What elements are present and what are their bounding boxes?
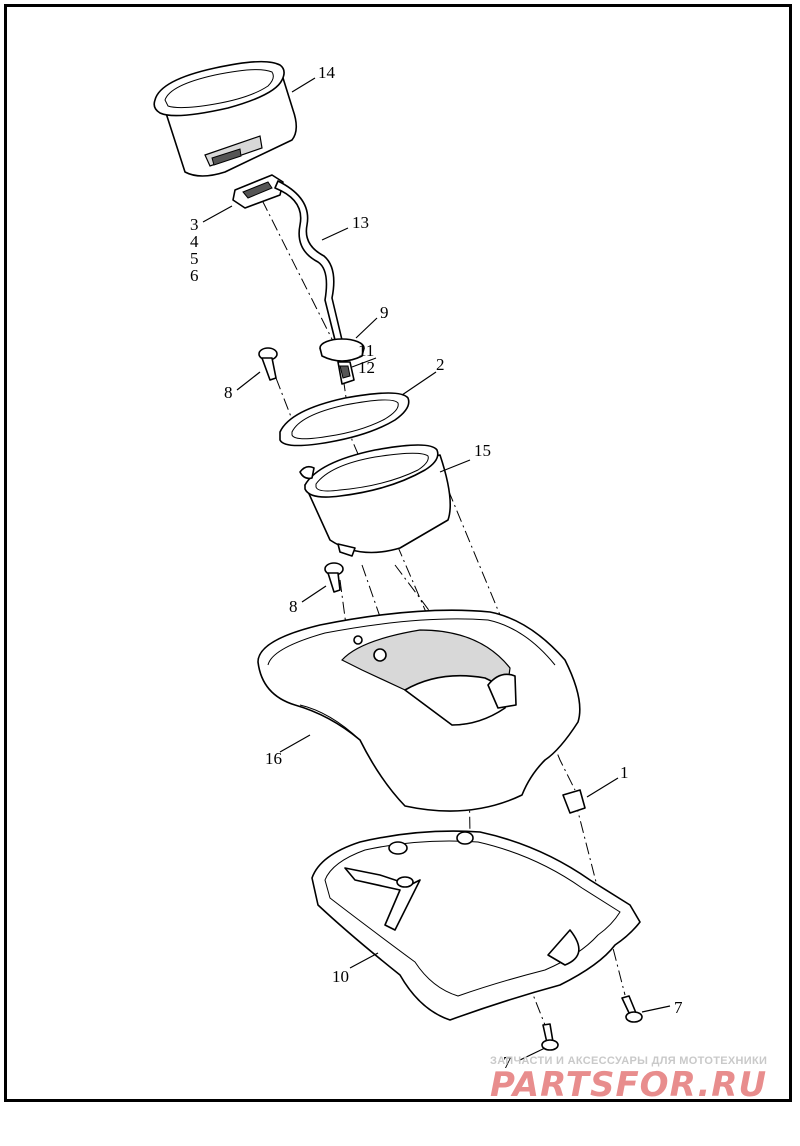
callout-14: 14 bbox=[318, 63, 336, 82]
part-10-base bbox=[311, 830, 641, 1021]
part-3-connector bbox=[232, 174, 284, 209]
callout-3: 3 bbox=[190, 215, 199, 234]
callout-6: 6 bbox=[190, 266, 199, 285]
callout-11: 11 bbox=[358, 341, 374, 360]
part-9-grommet bbox=[319, 338, 365, 362]
part-1-clip bbox=[562, 789, 586, 814]
part-7-screw-left bbox=[541, 1023, 559, 1051]
part-16-housing bbox=[257, 609, 581, 812]
watermark: ЗАПЧАСТИ И АКСЕССУАРЫ ДЛЯ МОТОТЕХНИКИ PA… bbox=[490, 1055, 767, 1105]
part-14-gauge bbox=[153, 60, 298, 177]
part-11-socket bbox=[337, 361, 355, 385]
callout-15: 15 bbox=[474, 441, 491, 460]
part-8-screw-lower bbox=[324, 562, 344, 593]
callout-9: 9 bbox=[380, 303, 389, 322]
callout-2: 2 bbox=[436, 355, 445, 374]
callout-4: 4 bbox=[190, 232, 199, 251]
part-15-cup bbox=[299, 444, 452, 557]
callout-1: 1 bbox=[620, 763, 629, 782]
part-13-harness bbox=[274, 180, 343, 341]
callout-7-right: 7 bbox=[674, 998, 683, 1017]
part-7-screw-right bbox=[621, 995, 643, 1023]
callout-12: 12 bbox=[358, 358, 375, 377]
watermark-logo: PARTSFOR.RU bbox=[490, 1065, 767, 1105]
callout-10: 10 bbox=[332, 967, 349, 986]
part-2-gasket bbox=[279, 392, 410, 447]
part-8-screw-upper bbox=[258, 347, 278, 381]
callout-8-upper: 8 bbox=[224, 383, 233, 402]
callout-8-lower: 8 bbox=[289, 597, 298, 616]
callout-13: 13 bbox=[352, 213, 369, 232]
callout-16: 16 bbox=[265, 749, 282, 768]
watermark-tagline: ЗАПЧАСТИ И АКСЕССУАРЫ ДЛЯ МОТОТЕХНИКИ bbox=[490, 1055, 767, 1067]
callout-5: 5 bbox=[190, 249, 199, 268]
callout-7-left: 7 bbox=[503, 1053, 512, 1072]
leader-lines bbox=[202, 77, 671, 1061]
callout-labels: 14 3 4 5 6 13 9 11 12 2 8 15 8 16 1 10 7… bbox=[190, 63, 683, 1072]
